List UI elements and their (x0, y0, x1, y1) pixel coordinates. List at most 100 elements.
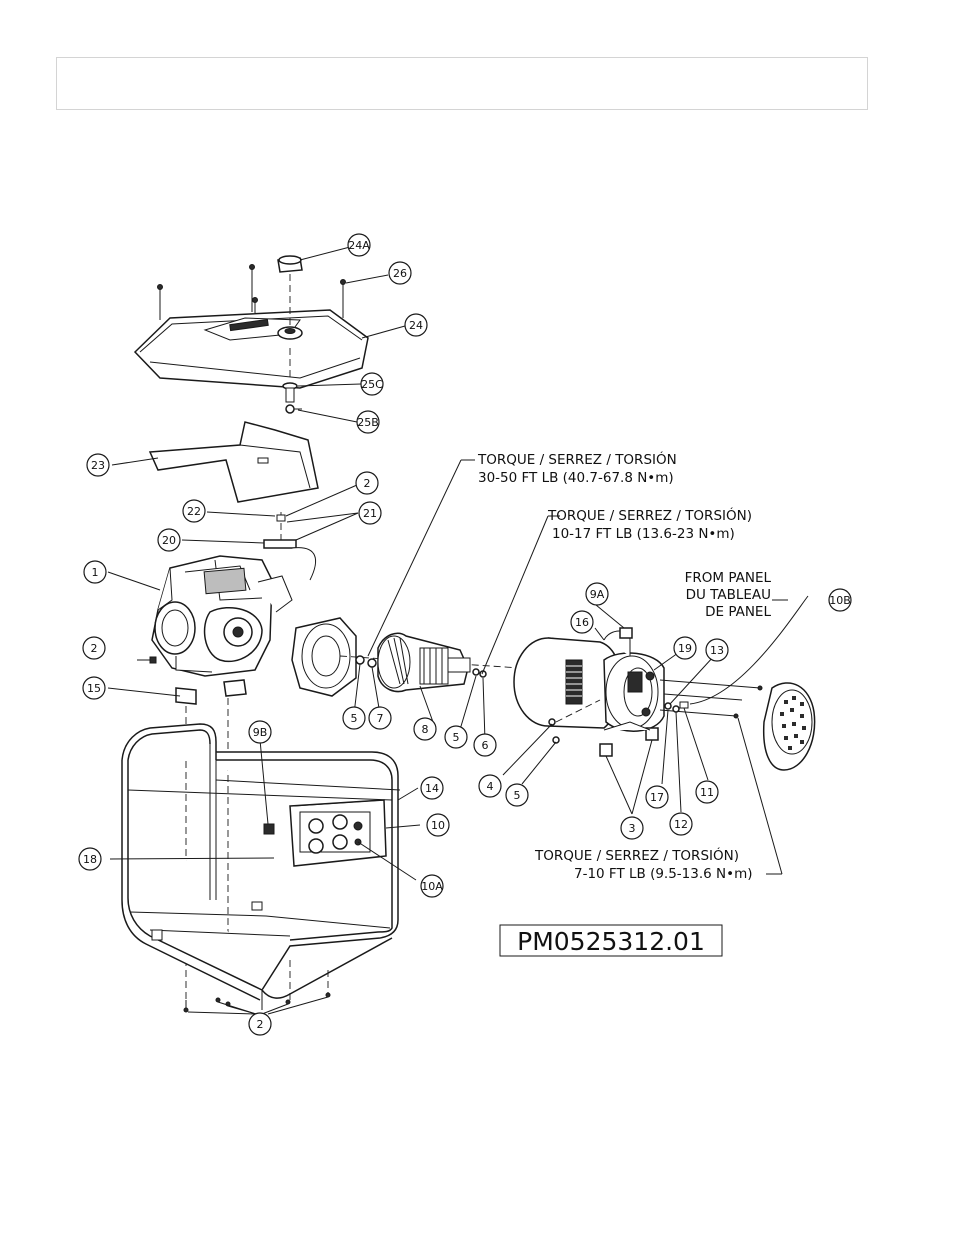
callout-18: 18 (78, 847, 102, 871)
callout-circle (83, 560, 107, 584)
callout-circle (420, 776, 444, 800)
callout-8: 8 (413, 717, 437, 741)
torque-note-3: TORQUE / SERREZ / TORSIÓN) 7-10 FT LB (9… (534, 846, 782, 882)
callout-2: 2 (82, 636, 106, 660)
callout-label: 2 (91, 642, 98, 655)
callout-21: 21 (358, 501, 382, 525)
callout-label: 13 (710, 644, 724, 657)
engine (137, 555, 293, 1000)
callout-label: 18 (83, 853, 97, 866)
callout-label: 12 (674, 818, 688, 831)
callout-label: 20 (162, 534, 176, 547)
callout-label: 14 (425, 782, 439, 795)
callout-circle (182, 499, 206, 523)
callout-circle (645, 785, 669, 809)
callout-circle (705, 638, 729, 662)
callout-20: 20 (157, 528, 181, 552)
callout-circle (669, 812, 693, 836)
callout-label: 9A (590, 588, 605, 601)
callout-label: 10 (431, 819, 445, 832)
header-box (56, 57, 868, 110)
callout-circle (828, 588, 852, 612)
callout-circle (78, 847, 102, 871)
torque-note-3-line-2: 7-10 FT LB (9.5-13.6 N•m) (574, 866, 753, 882)
callout-26: 26 (388, 261, 412, 285)
callout-circle (620, 816, 644, 840)
callout-15: 15 (82, 676, 106, 700)
callout-5: 5 (444, 725, 468, 749)
engine-adapter (291, 617, 521, 697)
torque-note-1-line-2: 30-50 FT LB (40.7-67.8 N•m) (478, 470, 674, 486)
callout-circle (570, 610, 594, 634)
callout-16: 16 (570, 610, 594, 634)
callout-circle (478, 774, 502, 798)
fuel-tank-assembly (133, 255, 369, 414)
callout-circle (248, 720, 272, 744)
callout-9a: 9A (585, 582, 609, 606)
callout-label: 9B (253, 726, 268, 739)
callout-circle (585, 582, 609, 606)
callout-label: 23 (91, 459, 105, 472)
callout-label: 5 (453, 731, 460, 744)
callout-label: 10A (421, 880, 443, 893)
callout-circle (420, 874, 444, 898)
callout-circle (388, 261, 412, 285)
callout-4: 4 (478, 774, 502, 798)
callout-24: 24 (404, 313, 428, 337)
heat-shield (148, 421, 319, 581)
callout-label: 24 (409, 319, 423, 332)
callout-10a: 10A (420, 874, 444, 898)
callout-label: 2 (364, 477, 371, 490)
callout-label: 3 (629, 822, 636, 835)
callout-label: 5 (351, 712, 358, 725)
callout-label: 17 (650, 791, 664, 804)
torque-note-1-line-1: TORQUE / SERREZ / TORSIÓN (477, 450, 677, 468)
callout-label: 11 (700, 786, 714, 799)
callout-label: 19 (678, 642, 692, 655)
callout-circle (356, 410, 380, 434)
torque-note-2: TORQUE / SERREZ / TORSIÓN) 10-17 FT LB (… (547, 506, 752, 542)
callout-label: 21 (363, 507, 377, 520)
callout-5: 5 (342, 706, 366, 730)
callout-circle (342, 706, 366, 730)
callout-label: 25C (361, 378, 383, 391)
callout-circle (505, 783, 529, 807)
callout-3: 3 (620, 816, 644, 840)
callout-10: 10 (426, 813, 450, 837)
control-panel (263, 799, 387, 867)
callout-19: 19 (673, 636, 697, 660)
callout-circle (673, 636, 697, 660)
stator-assembly (513, 595, 816, 771)
callout-circle (86, 453, 110, 477)
callout-9b: 9B (248, 720, 272, 744)
callout-label: 26 (393, 267, 407, 280)
callout-circle (368, 706, 392, 730)
callout-circle (426, 813, 450, 837)
callout-13: 13 (705, 638, 729, 662)
callout-6: 6 (473, 733, 497, 757)
callout-label: 4 (487, 780, 494, 793)
callout-label: 15 (87, 682, 101, 695)
leader-lines (107, 246, 788, 1015)
callout-label: 5 (514, 789, 521, 802)
callout-22: 22 (182, 499, 206, 523)
callout-17: 17 (645, 785, 669, 809)
callout-label: 6 (482, 739, 489, 752)
torque-note-3-line-1: TORQUE / SERREZ / TORSIÓN) (534, 846, 739, 864)
torque-note-2-line-1: TORQUE / SERREZ / TORSIÓN) (547, 506, 752, 524)
callout-circle (358, 501, 382, 525)
callout-circle (360, 372, 384, 396)
from-panel-line-1: FROM PANEL (685, 570, 772, 586)
callout-10b: 10B (828, 588, 852, 612)
callout-circle (157, 528, 181, 552)
callout-circle (404, 313, 428, 337)
callout-2: 2 (248, 1012, 272, 1036)
rotor (377, 632, 487, 693)
callout-label: 16 (575, 616, 589, 629)
callout-12: 12 (669, 812, 693, 836)
callout-circle (82, 636, 106, 660)
from-panel-note: FROM PANEL DU TABLEAU DE PANEL (685, 570, 772, 620)
callout-circle (248, 1012, 272, 1036)
part-number-text: PM0525312.01 (517, 927, 705, 956)
